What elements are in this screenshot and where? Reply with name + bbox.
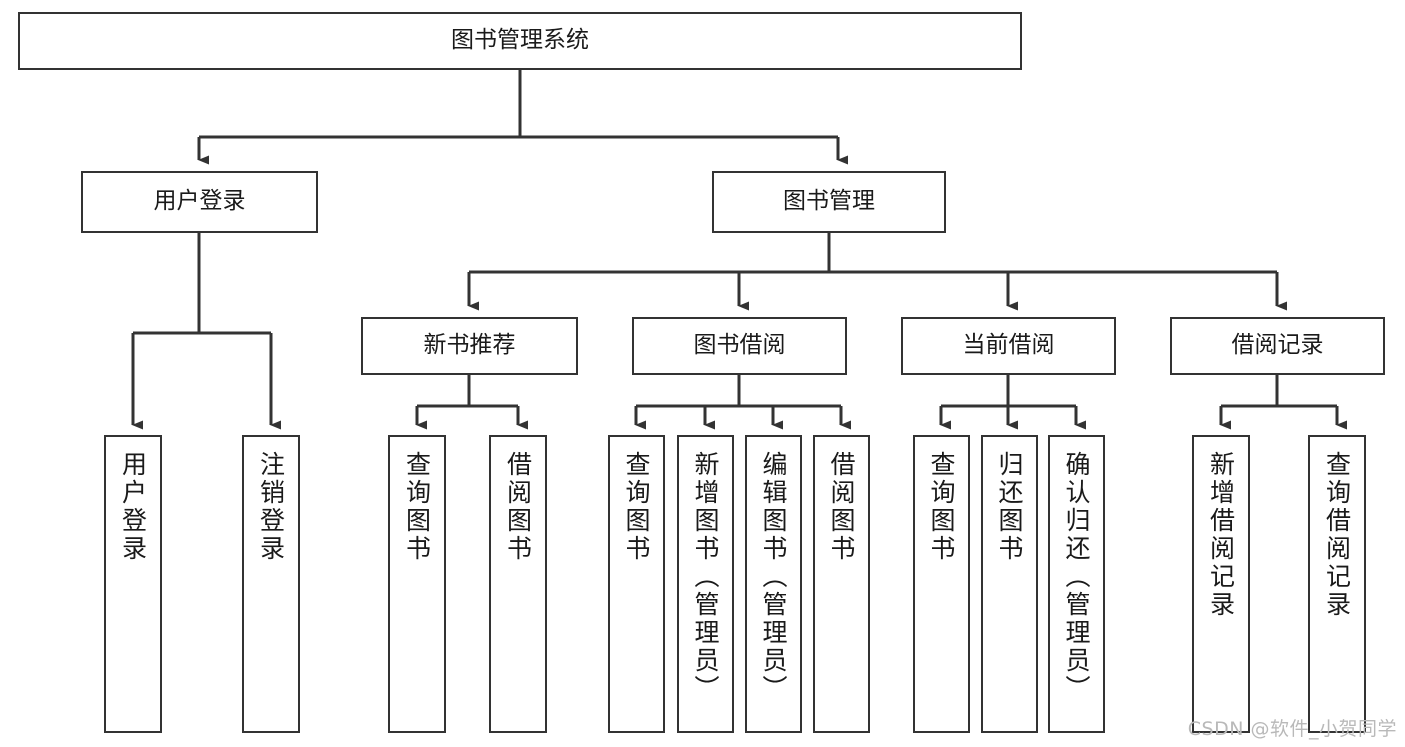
node-label: 用户登录	[118, 451, 148, 563]
node-label: 确认归还（管理员）	[1062, 451, 1091, 703]
node-root-system[interactable]: 图书管理系统	[18, 12, 1022, 70]
node-book-borrow[interactable]: 图书借阅	[632, 317, 847, 375]
node-label: 查询图书	[402, 451, 432, 563]
node-borrow-records[interactable]: 借阅记录	[1170, 317, 1385, 375]
node-label: 归还图书	[995, 451, 1024, 563]
node-label: 借阅记录	[1231, 332, 1324, 359]
node-label: 借阅图书	[827, 451, 856, 563]
leaf-records-add-record[interactable]: 新增借阅记录	[1192, 435, 1250, 733]
node-new-book-recommend[interactable]: 新书推荐	[361, 317, 578, 375]
node-label: 借阅图书	[503, 451, 533, 563]
node-label: 注销登录	[256, 451, 286, 563]
node-label: 查询图书	[622, 451, 651, 563]
node-label: 新增借阅记录	[1206, 451, 1236, 619]
leaf-current-query-book[interactable]: 查询图书	[913, 435, 970, 733]
leaf-borrow-edit-book-admin[interactable]: 编辑图书（管理员）	[745, 435, 802, 733]
leaf-user-login[interactable]: 用户登录	[104, 435, 162, 733]
leaf-records-query-record[interactable]: 查询借阅记录	[1308, 435, 1366, 733]
node-label: 查询图书	[927, 451, 956, 563]
node-label: 编辑图书（管理员）	[759, 451, 788, 703]
leaf-newbook-query-book[interactable]: 查询图书	[388, 435, 446, 733]
node-label: 当前借阅	[962, 332, 1055, 359]
node-user-login[interactable]: 用户登录	[81, 171, 318, 233]
leaf-current-return-book[interactable]: 归还图书	[981, 435, 1038, 733]
node-book-management[interactable]: 图书管理	[712, 171, 946, 233]
node-label: 图书管理系统	[451, 27, 589, 54]
leaf-borrow-query-book[interactable]: 查询图书	[608, 435, 665, 733]
node-label: 新增图书（管理员）	[691, 451, 720, 703]
node-label: 用户登录	[153, 188, 246, 215]
leaf-borrow-add-book-admin[interactable]: 新增图书（管理员）	[677, 435, 734, 733]
leaf-user-logout[interactable]: 注销登录	[242, 435, 300, 733]
leaf-borrow-lend-book[interactable]: 借阅图书	[813, 435, 870, 733]
leaf-newbook-borrow-book[interactable]: 借阅图书	[489, 435, 547, 733]
leaf-current-confirm-return-admin[interactable]: 确认归还（管理员）	[1048, 435, 1105, 733]
node-label: 图书管理	[783, 188, 875, 215]
node-label: 新书推荐	[423, 332, 516, 359]
csdn-watermark: CSDN @软件_小贺同学	[1187, 718, 1397, 740]
node-label: 查询借阅记录	[1322, 451, 1352, 619]
node-current-borrow[interactable]: 当前借阅	[901, 317, 1116, 375]
node-label: 图书借阅	[693, 332, 786, 359]
